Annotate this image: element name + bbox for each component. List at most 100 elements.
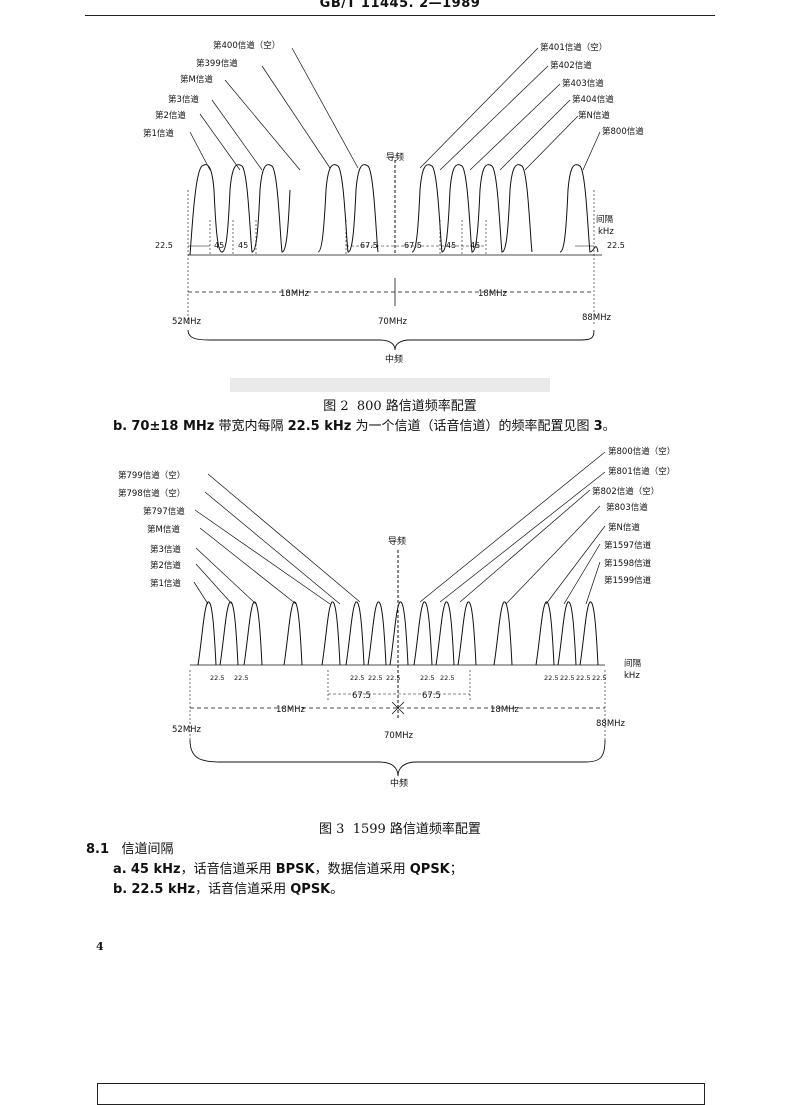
- fig3-caption-no: 图 3: [319, 822, 345, 837]
- item-b-spacing: 22.5 kHz: [131, 882, 196, 897]
- fig2-if-label: 中频: [385, 353, 403, 365]
- fig3-span-right: 18MHz: [490, 705, 520, 715]
- fig3-pilot-label: 导频: [388, 535, 406, 547]
- fig3-right-label: 第1597信道: [604, 540, 652, 551]
- header-rule: [85, 15, 715, 16]
- fig2-unit: kHz: [598, 227, 614, 237]
- fig3-spacing: 22.5: [440, 674, 454, 682]
- fig3-leaders-left: [193, 473, 361, 605]
- figure-3-diagram: 导频 第799信道（空） 第798信道（空） 第797信道 第M信道 第3信道 …: [118, 446, 675, 789]
- fig2-left-label: 第2信道: [155, 110, 186, 121]
- fig3-center-spacing-right: 67.5: [422, 691, 441, 701]
- fig3-caption: 图 3 1599 路信道频率配置: [0, 818, 800, 837]
- para-b-figref: 3: [593, 419, 603, 434]
- fig3-span-left: 18MHz: [276, 705, 306, 715]
- fig2-channel-humps-left: [189, 164, 379, 256]
- figure-2-diagram: 导频 第400信道（空） 第399信道 第M信道 第3信道 第2信道 第1信道 …: [143, 40, 644, 365]
- fig2-left-label: 第3信道: [168, 94, 199, 105]
- fig2-right-label: 第401信道（空）: [540, 42, 607, 53]
- fig2-left-label: 第399信道: [196, 58, 238, 69]
- fig3-unit: kHz: [624, 671, 640, 681]
- fig3-unit-label: 间隔: [624, 659, 642, 669]
- para-b-text1: 带宽内每隔: [214, 419, 288, 434]
- item-b-prefix: b.: [113, 882, 128, 897]
- fig3-right-label: 第800信道（空）: [608, 446, 675, 457]
- fig2-left-label: 第1信道: [143, 128, 174, 139]
- page-header: GB/T 11445. 2—1989: [0, 0, 800, 16]
- fig2-freq-center: 70MHz: [378, 317, 408, 327]
- fig3-left-label: 第797信道: [143, 506, 185, 517]
- fig2-spacing: 67.5: [404, 241, 422, 250]
- fig2-span-right: 18MHz: [478, 289, 508, 299]
- fig2-pilot-label: 导频: [386, 151, 404, 163]
- fig3-spacing: 22.5: [234, 674, 248, 682]
- fig3-center-spacing-left: 67.5: [352, 691, 371, 701]
- fig2-freq-low: 52MHz: [172, 317, 202, 327]
- section-number: 8.1: [86, 842, 110, 857]
- fig2-unit-label: 间隔: [596, 215, 614, 225]
- item-a-mod1: BPSK: [275, 862, 315, 877]
- fig2-caption-title: 800 路信道频率配置: [356, 399, 477, 414]
- fig2-spacing: 67.5: [360, 241, 378, 250]
- fig2-right-label: 第N信道: [578, 110, 610, 121]
- section-heading: 8.1 信道间隔: [86, 838, 173, 857]
- fig3-right-label: 第801信道（空）: [608, 466, 675, 477]
- fig3-left-label: 第M信道: [147, 524, 180, 535]
- fig3-if-label: 中频: [390, 777, 408, 789]
- fig3-right-label: 第802信道（空）: [592, 486, 659, 497]
- fig3-left-label: 第3信道: [150, 544, 181, 555]
- fig2-spacing: 22.5: [155, 241, 173, 250]
- fig3-caption-title: 1599 路信道频率配置: [352, 822, 481, 837]
- fig3-right-label: 第1598信道: [604, 558, 652, 569]
- fig3-left-label: 第799信道（空）: [118, 470, 185, 481]
- paragraph-b: b. 70±18 MHz 带宽内每隔 22.5 kHz 为一个信道（话音信道）的…: [113, 415, 616, 434]
- section-title: 信道间隔: [121, 842, 174, 857]
- fig3-spacing-labels: 22.5 22.5 22.5 22.5 22.5 22.5 22.5 22.5 …: [210, 674, 606, 682]
- para-b-bandwidth: 70±18 MHz: [131, 419, 215, 434]
- fig3-spacing: 22.5: [368, 674, 382, 682]
- fig3-left-label: 第798信道（空）: [118, 488, 185, 499]
- fig2-spacing: 22.5: [607, 241, 625, 250]
- item-a-end: ；: [449, 862, 463, 877]
- fig2-freq-high: 88MHz: [582, 313, 612, 323]
- fig3-freq-center: 70MHz: [384, 731, 414, 741]
- para-b-spacing: 22.5 kHz: [287, 419, 352, 434]
- item-a-prefix: a.: [113, 862, 127, 877]
- item-b-text1: ，话音信道采用: [195, 882, 291, 897]
- fig2-caption-no: 图 2: [323, 399, 349, 414]
- fig2-spacing-labels: 22.5 45 45 67.5 67.5 45 45 22.5: [155, 241, 625, 250]
- para-b-end: 。: [602, 419, 616, 434]
- list-item-a: a. 45 kHz，话音信道采用 BPSK，数据信道采用 QPSK；: [113, 858, 463, 877]
- fig3-spacing: 22.5: [592, 674, 606, 682]
- page-number: 4: [96, 940, 104, 953]
- fig2-spacing: 45: [238, 241, 248, 250]
- fig2-right-label: 第404信道: [572, 94, 614, 105]
- fig2-channel-humps-right: [411, 164, 599, 253]
- fig2-right-channel-labels: 第401信道（空） 第402信道 第403信道 第404信道 第N信道 第800…: [540, 42, 644, 137]
- fig3-right-channel-labels: 第800信道（空） 第801信道（空） 第802信道（空） 第803信道 第N信…: [592, 446, 675, 586]
- fig2-leaders-right: [419, 47, 601, 171]
- item-a-text2: ，数据信道采用: [314, 862, 410, 877]
- fig3-right-label: 第N信道: [608, 522, 640, 533]
- fig3-left-label: 第2信道: [150, 560, 181, 571]
- fig3-spacing: 22.5: [350, 674, 364, 682]
- item-b-end: 。: [330, 882, 344, 897]
- fig2-span-left: 18MHz: [280, 289, 310, 299]
- fig3-freq-low: 52MHz: [172, 725, 202, 735]
- fig3-spacing: 22.5: [560, 674, 574, 682]
- fig2-right-label: 第402信道: [550, 60, 592, 71]
- footer-frame: [97, 1083, 705, 1105]
- fig3-spacing: 22.5: [420, 674, 434, 682]
- item-a-spacing: 45 kHz: [130, 862, 181, 877]
- fig3-left-channel-labels: 第799信道（空） 第798信道（空） 第797信道 第M信道 第3信道 第2信…: [118, 470, 185, 589]
- fig2-leaders-left: [189, 47, 359, 171]
- list-item-b: b. 22.5 kHz，话音信道采用 QPSK。: [113, 878, 343, 897]
- fig3-spacing: 22.5: [386, 674, 400, 682]
- fig3-spacing: 22.5: [576, 674, 590, 682]
- fig2-right-label: 第800信道: [602, 126, 644, 137]
- fig2-left-channel-labels: 第400信道（空） 第399信道 第M信道 第3信道 第2信道 第1信道: [143, 40, 280, 139]
- watermark: [230, 378, 550, 392]
- item-b-mod: QPSK: [290, 882, 331, 897]
- fig2-left-label: 第M信道: [180, 74, 213, 85]
- fig3-spacing: 22.5: [544, 674, 558, 682]
